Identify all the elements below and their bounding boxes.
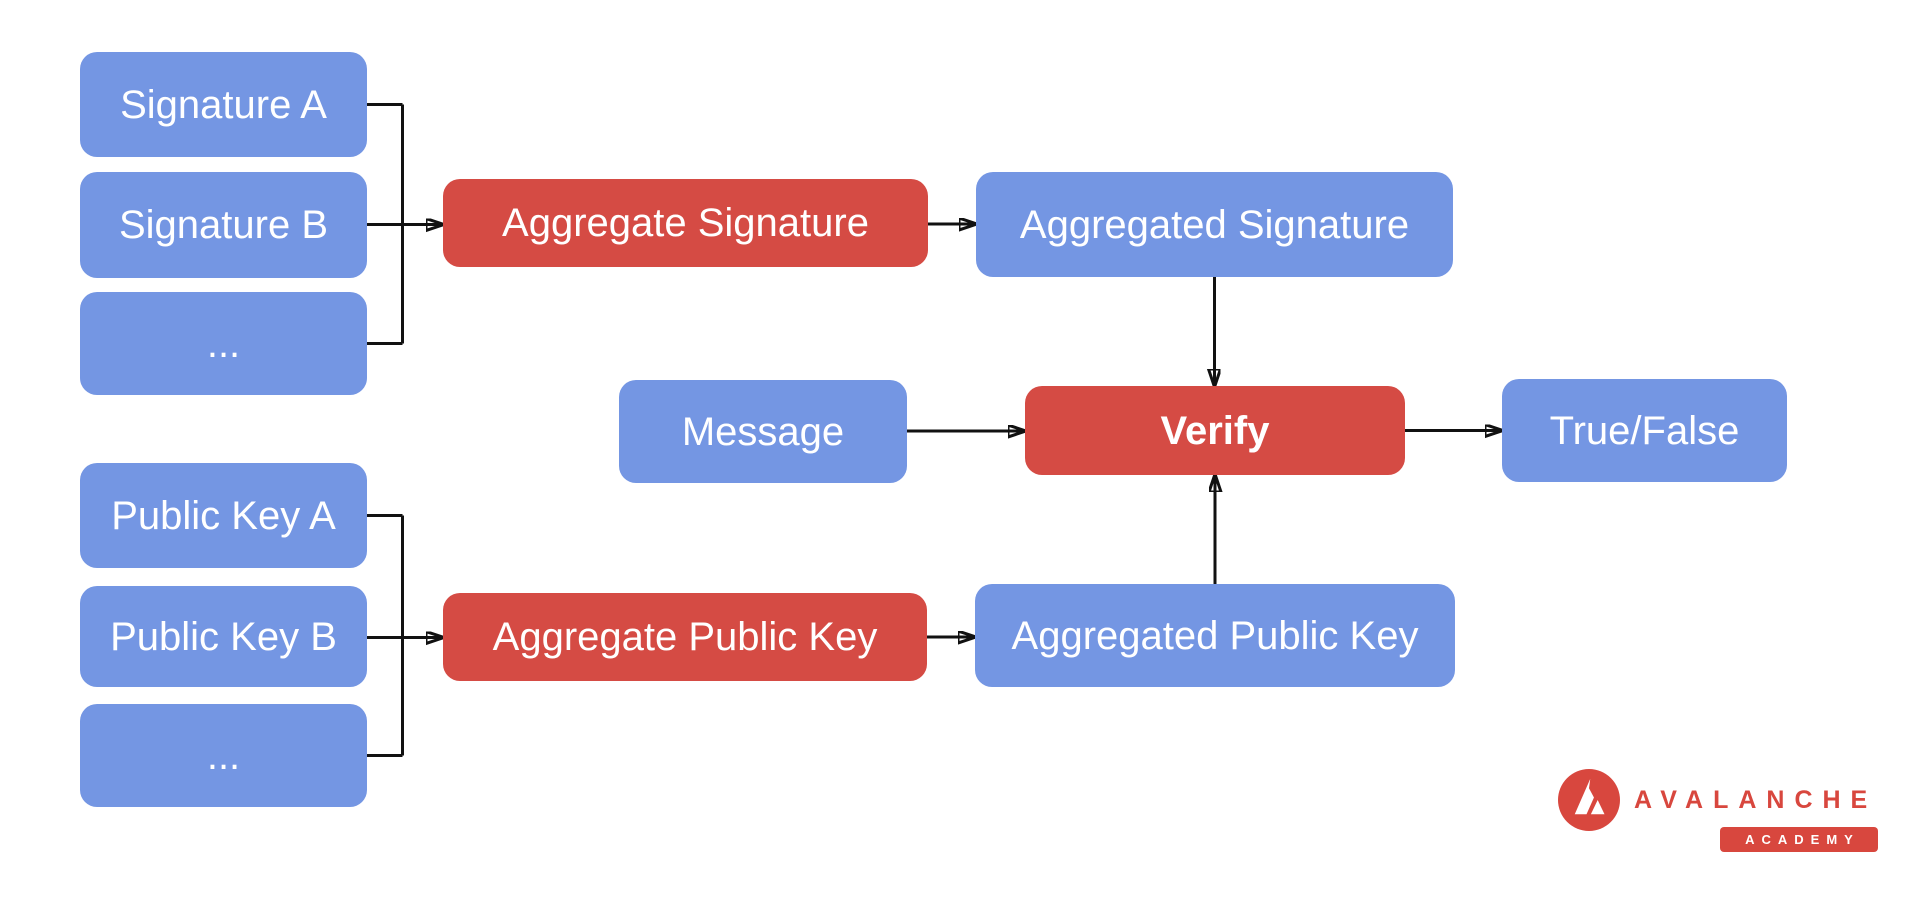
node-aggregate-public-key: Aggregate Public Key xyxy=(443,593,927,681)
node-signature-b: Signature B xyxy=(80,172,367,278)
node-public-key-ellipsis: ... xyxy=(80,704,367,807)
node-public-key-b: Public Key B xyxy=(80,586,367,687)
node-aggregated-signature: Aggregated Signature xyxy=(976,172,1453,277)
node-message: Message xyxy=(619,380,907,483)
node-true-false: True/False xyxy=(1502,379,1787,482)
node-aggregated-public-key: Aggregated Public Key xyxy=(975,584,1455,687)
node-signature-a: Signature A xyxy=(80,52,367,157)
node-public-key-a: Public Key A xyxy=(80,463,367,568)
avalanche-logo-icon xyxy=(1558,769,1620,831)
node-verify: Verify xyxy=(1025,386,1405,475)
node-aggregate-signature: Aggregate Signature xyxy=(443,179,928,267)
avalanche-brand-text: AVALANCHE xyxy=(1634,785,1878,814)
node-signature-ellipsis: ... xyxy=(80,292,367,395)
academy-badge: ACADEMY xyxy=(1720,827,1878,852)
